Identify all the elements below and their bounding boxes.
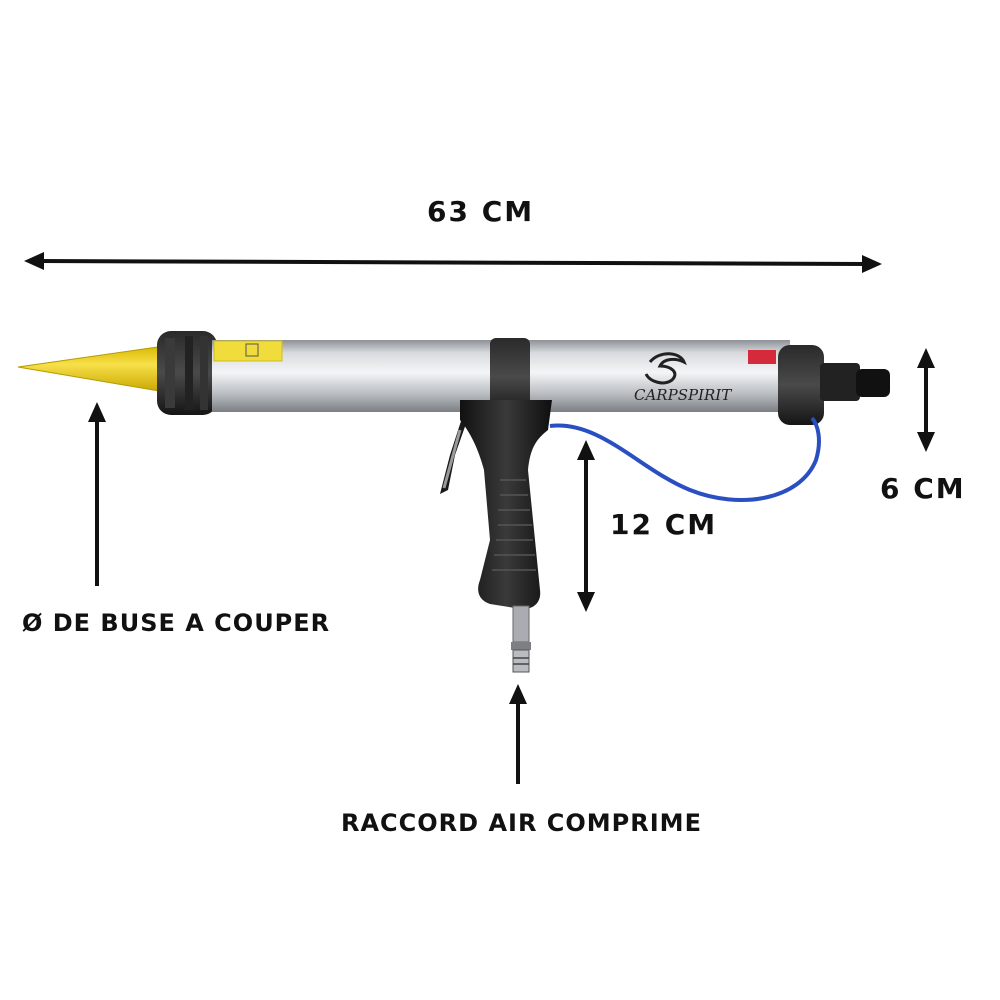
pistol-grip xyxy=(460,400,552,610)
length-dimension-arrow xyxy=(24,252,882,273)
nozzle xyxy=(17,345,166,393)
nozzle-callout-label: Ø DE BUSE A COUPER xyxy=(22,609,331,637)
front-cap xyxy=(157,331,217,415)
air-hose xyxy=(549,416,821,502)
svg-text:CARPSPIRIT: CARPSPIRIT xyxy=(634,386,732,404)
air-fitting-callout-label: RACCORD AIR COMPRIME xyxy=(341,809,702,837)
height-dimension-label: 12 CM xyxy=(610,508,718,541)
air-fitting-callout-arrow xyxy=(509,684,527,784)
diameter-dimension-label: 6 CM xyxy=(880,472,966,505)
brand-logo: CARPSPIRIT xyxy=(634,352,732,404)
rear-cap xyxy=(778,345,890,425)
height-dimension-arrow xyxy=(577,440,595,612)
trigger xyxy=(440,418,468,494)
length-dimension-label: 63 CM xyxy=(427,195,535,228)
center-clamp xyxy=(490,338,530,416)
air-fitting xyxy=(511,605,531,673)
diameter-dimension-arrow xyxy=(917,348,935,452)
nozzle-callout-arrow xyxy=(88,402,106,586)
